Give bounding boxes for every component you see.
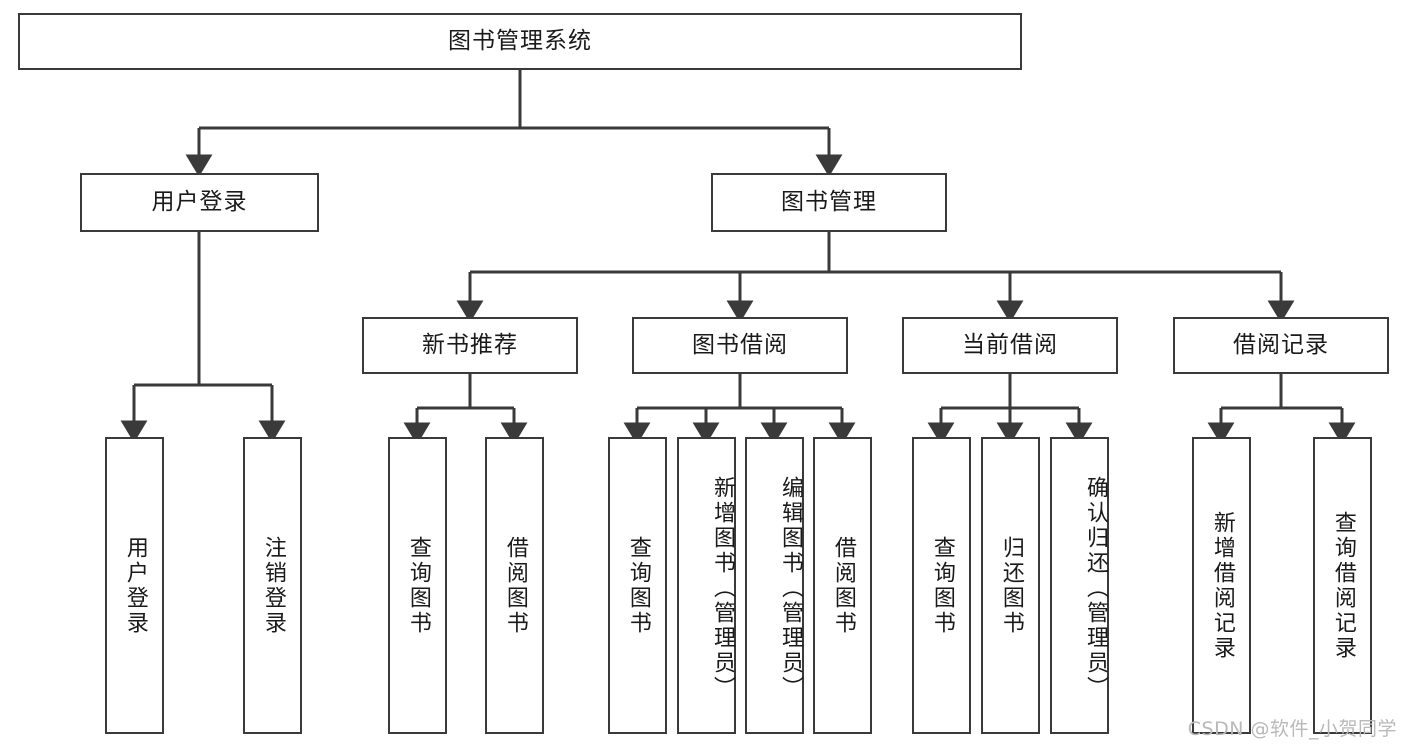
leaf-borrow-book[interactable]: 借阅图书 bbox=[813, 437, 872, 734]
node-label: 查询图书 bbox=[405, 535, 431, 636]
node-label: 图书管理 bbox=[781, 188, 877, 215]
leaf-add-borrow-record[interactable]: 新增借阅记录 bbox=[1192, 437, 1251, 734]
node-label: 用户登录 bbox=[151, 188, 248, 215]
leaf-query-borrow-record[interactable]: 查询借阅记录 bbox=[1313, 437, 1372, 734]
node-label: 图书管理系统 bbox=[448, 27, 592, 54]
node-label: 用户登录 bbox=[122, 535, 148, 636]
node-label: 注销登录 bbox=[260, 535, 286, 636]
node-new-book-recommend[interactable]: 新书推荐 bbox=[362, 317, 578, 374]
leaf-logout[interactable]: 注销登录 bbox=[243, 437, 302, 734]
node-book-borrow[interactable]: 图书借阅 bbox=[632, 317, 848, 374]
node-label: 编辑图书（管理员） bbox=[778, 476, 803, 701]
node-label: 查询借阅记录 bbox=[1330, 510, 1356, 661]
leaf-query-book-recommend[interactable]: 查询图书 bbox=[388, 437, 447, 734]
node-root-book-management-system[interactable]: 图书管理系统 bbox=[18, 13, 1022, 70]
node-book-management[interactable]: 图书管理 bbox=[711, 173, 947, 232]
node-label: 查询图书 bbox=[625, 535, 651, 636]
node-current-borrow[interactable]: 当前借阅 bbox=[902, 317, 1118, 374]
node-borrow-record[interactable]: 借阅记录 bbox=[1173, 317, 1389, 374]
leaf-confirm-return-admin[interactable]: 确认归还（管理员） bbox=[1050, 437, 1109, 734]
node-label: 借阅记录 bbox=[1233, 331, 1329, 358]
node-label: 新增图书（管理员） bbox=[710, 476, 735, 701]
node-label: 借阅图书 bbox=[502, 535, 528, 636]
leaf-edit-book-admin[interactable]: 编辑图书（管理员） bbox=[745, 437, 804, 734]
node-label: 新书推荐 bbox=[422, 331, 518, 358]
leaf-borrow-book-recommend[interactable]: 借阅图书 bbox=[485, 437, 544, 734]
node-label: 查询图书 bbox=[929, 535, 955, 636]
leaf-user-login[interactable]: 用户登录 bbox=[105, 437, 164, 734]
node-label: 新增借阅记录 bbox=[1209, 510, 1235, 661]
watermark-text: CSDN @软件_小贺同学 bbox=[1187, 718, 1397, 740]
node-label: 当前借阅 bbox=[962, 331, 1058, 358]
leaf-add-book-admin[interactable]: 新增图书（管理员） bbox=[677, 437, 736, 734]
node-label: 归还图书 bbox=[998, 535, 1024, 636]
leaf-query-book-current[interactable]: 查询图书 bbox=[912, 437, 971, 734]
node-label: 确认归还（管理员） bbox=[1083, 476, 1108, 701]
node-label: 借阅图书 bbox=[830, 535, 856, 636]
node-user-login[interactable]: 用户登录 bbox=[80, 173, 319, 232]
node-label: 图书借阅 bbox=[692, 331, 788, 358]
leaf-query-book-borrow[interactable]: 查询图书 bbox=[608, 437, 667, 734]
leaf-return-book[interactable]: 归还图书 bbox=[981, 437, 1040, 734]
